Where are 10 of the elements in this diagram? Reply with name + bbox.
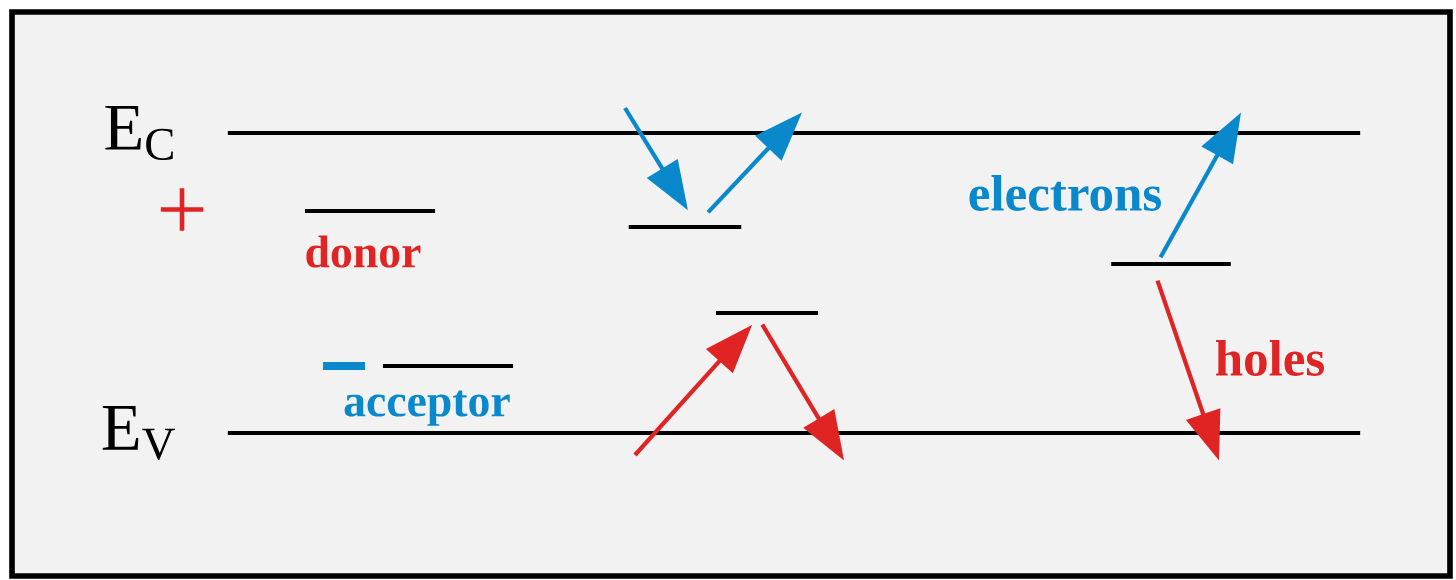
energy-level: donor bbox=[304, 209, 436, 268]
band-line: E$_{C}$ bbox=[105, 105, 1361, 161]
energy-level bbox=[716, 311, 818, 315]
energy-level bbox=[1111, 262, 1231, 266]
edge-label: electrons bbox=[969, 175, 1161, 211]
plus-sign: + bbox=[160, 188, 204, 231]
node-label: acceptor bbox=[344, 390, 510, 426]
edge-label: holes bbox=[1216, 340, 1324, 376]
energy-level: acceptor bbox=[344, 364, 514, 426]
energy-level bbox=[628, 225, 742, 229]
